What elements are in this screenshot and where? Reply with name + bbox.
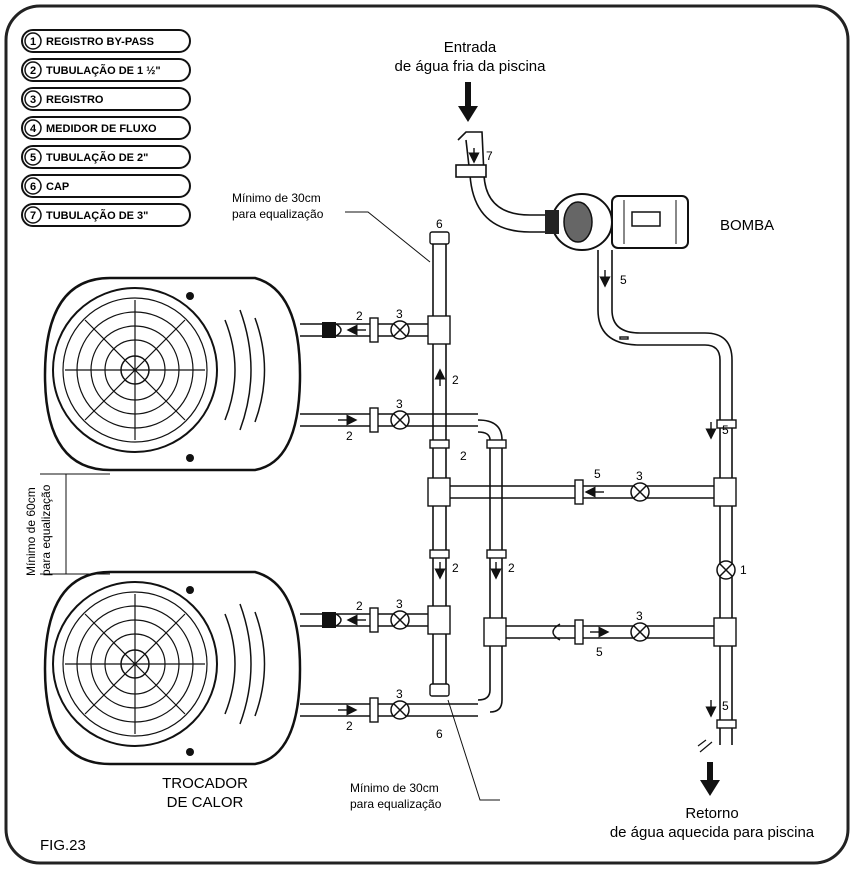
valve-icon — [390, 410, 410, 430]
label-2: 2 — [346, 429, 353, 443]
label-3: 3 — [636, 469, 643, 483]
label-2: 2 — [452, 561, 459, 575]
label-6: 6 — [436, 217, 443, 231]
pump-icon — [545, 193, 689, 251]
label-2: 2 — [452, 373, 459, 387]
legend-item: 6 CAP — [21, 174, 191, 198]
fittings — [369, 231, 737, 729]
heat-exchanger-upper — [43, 276, 302, 472]
legend-text: TUBULAÇÃO DE 2" — [46, 151, 148, 164]
label-5: 5 — [722, 423, 729, 437]
legend-number: 2 — [30, 65, 36, 77]
inlet-arrow-icon — [458, 82, 478, 122]
valve-icon — [630, 622, 650, 642]
legend-text: REGISTRO — [46, 94, 104, 106]
label-5: 5 — [620, 273, 627, 287]
note-bottom-2: para equalização — [350, 797, 442, 811]
exchanger-label-1: TROCADOR — [162, 775, 248, 792]
valve-icon — [390, 700, 410, 720]
label-5: 5 — [596, 645, 603, 659]
label-3: 3 — [396, 397, 403, 411]
note-bottom-1: Mínimo de 30cm — [350, 781, 439, 795]
inlet-label-1: Entrada — [444, 39, 497, 56]
legend-text: REGISTRO BY-PASS — [46, 36, 154, 48]
bypass-valve-icon — [716, 560, 736, 580]
note-bottom-leader — [447, 699, 500, 801]
legend-number: 1 — [30, 36, 36, 48]
label-1: 1 — [740, 563, 747, 577]
legend-number: 7 — [30, 210, 36, 222]
label-5: 5 — [594, 467, 601, 481]
piping — [300, 131, 733, 745]
note-top-leader — [345, 211, 431, 263]
label-2: 2 — [346, 719, 353, 733]
valve-icon — [390, 320, 410, 340]
note-top-2: para equalização — [232, 207, 324, 221]
legend-item: 7 TUBULAÇÃO DE 3" — [21, 203, 191, 227]
legend-item: 5 TUBULAÇÃO DE 2" — [21, 145, 191, 169]
flow-meter-icon — [322, 612, 342, 628]
valve-icon — [390, 610, 410, 630]
legend-text: TUBULAÇÃO DE 1 ½" — [46, 64, 161, 77]
label-3: 3 — [396, 597, 403, 611]
legend: 1 REGISTRO BY-PASS 2 TUBULAÇÃO DE 1 ½" 3… — [21, 29, 191, 227]
label-3: 3 — [636, 609, 643, 623]
legend-text: TUBULAÇÃO DE 3" — [46, 209, 148, 222]
label-2: 2 — [356, 309, 363, 323]
legend-item: 1 REGISTRO BY-PASS — [21, 29, 191, 53]
legend-item: 4 MEDIDOR DE FLUXO — [21, 116, 191, 140]
pump-label: BOMBA — [720, 217, 774, 234]
exchanger-label-2: DE CALOR — [167, 794, 244, 811]
legend-item: 3 REGISTRO — [21, 87, 191, 111]
legend-item: 2 TUBULAÇÃO DE 1 ½" — [21, 58, 191, 82]
label-6: 6 — [436, 727, 443, 741]
flow-arrows — [338, 148, 717, 718]
note-top-1: Mínimo de 30cm — [232, 191, 321, 205]
valve-icon — [630, 482, 650, 502]
label-5: 5 — [722, 699, 729, 713]
dimension-60cm — [40, 473, 110, 575]
label-3: 3 — [396, 687, 403, 701]
cap-icon — [552, 623, 561, 641]
valves — [390, 320, 736, 720]
legend-number: 5 — [30, 152, 36, 164]
pipe-labels: 7 5 5 5 5 5 2 2 2 2 2 2 2 2 3 3 3 3 3 3 … — [346, 149, 747, 741]
legend-number: 3 — [30, 94, 36, 106]
figure-label: FIG.23 — [40, 837, 86, 854]
note-vertical-1: Mínimo de 60cm — [24, 487, 38, 576]
outlet-arrow-icon — [697, 739, 720, 796]
legend-number: 6 — [30, 181, 36, 193]
note-vertical-2: para equalização — [39, 484, 53, 576]
legend-number: 4 — [30, 123, 37, 135]
label-7: 7 — [486, 149, 493, 163]
flow-meter-icon — [322, 322, 342, 338]
inlet-label-2: de água fria da piscina — [395, 58, 547, 75]
label-3: 3 — [396, 307, 403, 321]
legend-text: MEDIDOR DE FLUXO — [46, 123, 157, 135]
label-2: 2 — [460, 449, 467, 463]
legend-text: CAP — [46, 181, 69, 193]
label-2: 2 — [356, 599, 363, 613]
outlet-label-2: de água aquecida para piscina — [610, 824, 815, 841]
label-2: 2 — [508, 561, 515, 575]
heat-exchanger-lower — [43, 570, 302, 766]
outlet-label-1: Retorno — [685, 805, 738, 822]
